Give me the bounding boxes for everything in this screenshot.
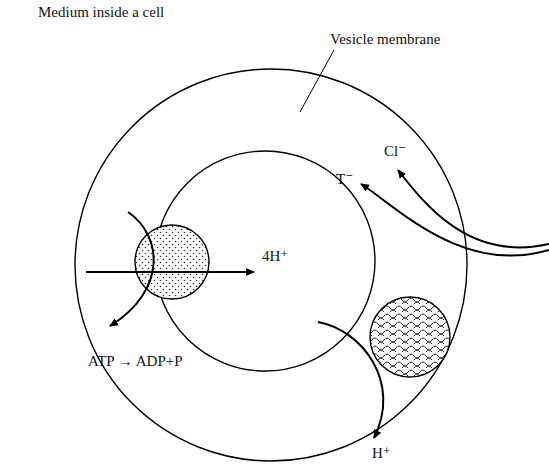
part-label: Vesicle membrane	[330, 30, 440, 48]
antiporter	[370, 297, 450, 377]
leader-line	[300, 50, 334, 112]
region-label: Medium inside a cell	[38, 3, 164, 21]
ion-label: T⁻	[336, 170, 353, 188]
atp-arrow	[110, 212, 154, 326]
proton-arrow	[86, 271, 254, 273]
reaction-label: ATP → ADP+P	[88, 352, 183, 370]
ion-label: H⁺	[372, 444, 391, 462]
chloride-arrow	[398, 170, 549, 247]
ion-label: Cl⁻	[384, 142, 406, 160]
ion-label: 4H⁺	[262, 247, 288, 265]
t-ion-arrow	[361, 184, 549, 256]
outer-membrane	[75, 69, 467, 461]
proton-out-arrow	[318, 322, 383, 438]
